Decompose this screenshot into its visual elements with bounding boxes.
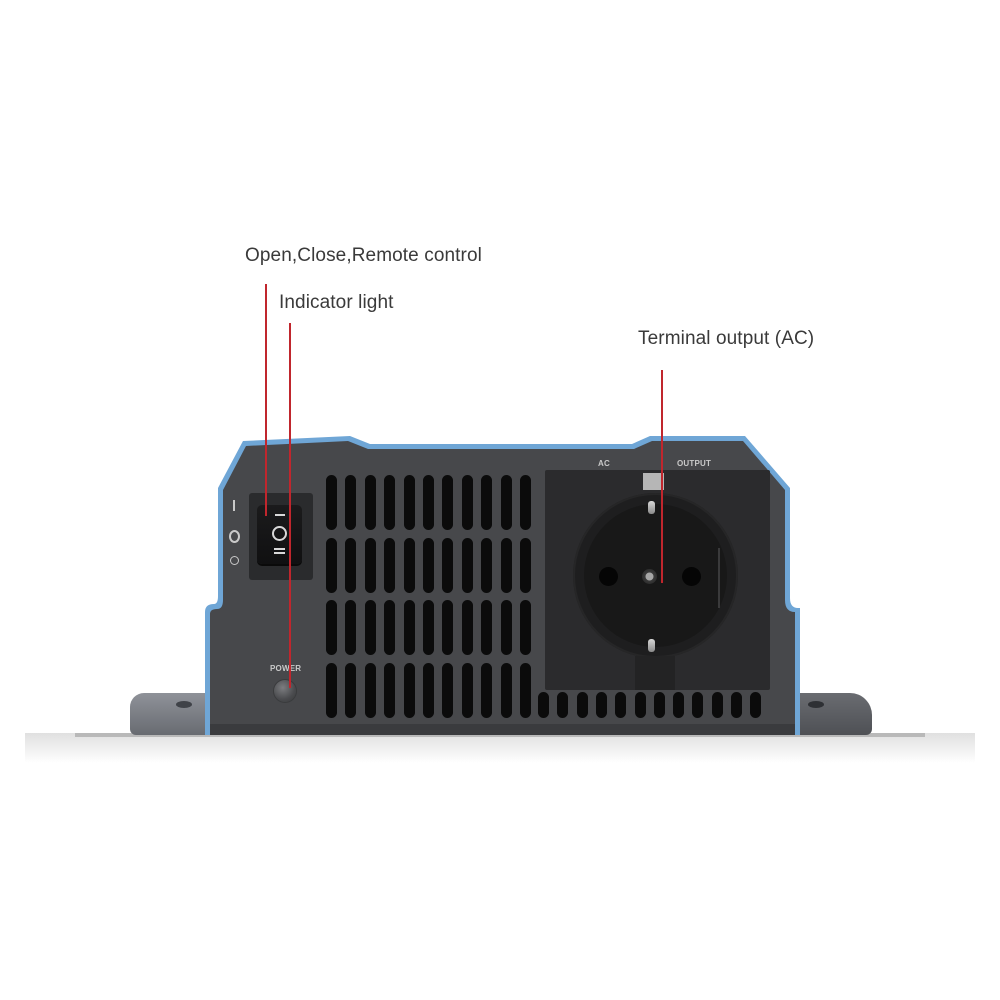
vent-slot — [692, 692, 704, 718]
screw-hole-icon — [808, 701, 824, 708]
floor-shadow — [25, 733, 975, 763]
callout-label-indicator: Indicator light — [279, 292, 394, 313]
vent-slot — [461, 600, 473, 655]
vent-slot — [345, 663, 357, 718]
vent-slot — [520, 475, 531, 530]
vent-slot — [364, 475, 376, 530]
vent-slot — [557, 692, 569, 718]
socket-pin-hole-right-icon — [682, 567, 701, 586]
rocker-mark-remote-icon — [274, 548, 285, 550]
screw-hole-icon — [176, 701, 192, 708]
socket-center-screw-icon — [642, 569, 657, 584]
vent-slot — [345, 538, 357, 593]
vent-slot — [423, 663, 434, 718]
vent-slot — [384, 538, 396, 593]
vent-slot — [403, 600, 415, 655]
vent-slot — [442, 475, 454, 530]
vent-slot — [442, 663, 454, 718]
vent-slot — [673, 692, 685, 718]
power-caption: POWER — [270, 664, 302, 673]
vent-slot — [384, 475, 396, 530]
vent-slot — [576, 692, 588, 718]
vent-slot — [442, 538, 454, 593]
vent-slot — [364, 538, 376, 593]
socket-ring — [573, 493, 738, 658]
vent-slot — [595, 692, 607, 718]
socket-side-guide — [718, 548, 720, 608]
callout-label-switch: Open,Close,Remote control — [245, 245, 482, 266]
vent-slot — [520, 538, 531, 593]
rocker-mark-on-icon — [275, 514, 285, 516]
vent-slot — [442, 600, 454, 655]
position-remote-icon — [230, 556, 239, 565]
vent-slot — [326, 538, 337, 593]
vent-slot — [345, 475, 357, 530]
vent-slot — [500, 600, 512, 655]
callout-label-terminal: Terminal output (AC) — [638, 328, 815, 349]
vent-slot — [461, 663, 473, 718]
vent-slot — [538, 692, 549, 718]
vent-slot — [500, 475, 512, 530]
switch-position-labels — [228, 500, 242, 570]
vent-slot — [364, 600, 376, 655]
vent-slot — [423, 538, 434, 593]
vent-slot — [750, 692, 762, 718]
vent-slot — [423, 600, 434, 655]
vent-slot — [520, 663, 531, 718]
earth-clip-bottom-icon — [648, 639, 655, 652]
socket-caption-output: OUTPUT — [677, 459, 712, 468]
socket-bottom-tab — [635, 656, 675, 690]
vent-slot — [500, 663, 512, 718]
callout-line-switch — [265, 284, 267, 516]
vent-slot — [500, 538, 512, 593]
vent-slot — [653, 692, 665, 718]
vent-slot — [615, 692, 627, 718]
earth-clip-top-icon — [648, 501, 655, 514]
rocker-switch[interactable] — [257, 505, 302, 564]
callout-line-terminal — [661, 370, 663, 583]
mounting-foot-right — [786, 693, 872, 735]
vent-slot — [345, 600, 357, 655]
position-off-icon — [229, 530, 240, 543]
vent-slot — [384, 600, 396, 655]
vent-slot — [481, 663, 493, 718]
rocker-mark-off-icon — [272, 526, 287, 541]
switch-bezel — [249, 493, 313, 580]
socket-plate — [545, 470, 770, 690]
vent-slot — [326, 475, 337, 530]
socket-top-latch — [643, 473, 664, 490]
vent-slot — [461, 475, 473, 530]
vent-slot — [461, 538, 473, 593]
vent-slot — [364, 663, 376, 718]
socket-caption-ac: AC — [598, 459, 610, 468]
vent-slot — [403, 538, 415, 593]
vent-slot — [481, 600, 493, 655]
vent-slot — [520, 600, 531, 655]
position-on-icon — [233, 500, 235, 511]
vent-slot — [423, 475, 434, 530]
vent-slot — [403, 663, 415, 718]
vent-slot — [326, 600, 337, 655]
vent-slot — [326, 663, 337, 718]
vent-slot — [634, 692, 646, 718]
vent-slot — [481, 475, 493, 530]
vent-slot — [481, 538, 493, 593]
vent-slot — [711, 692, 723, 718]
vent-slot — [403, 475, 415, 530]
callout-line-indicator — [289, 323, 291, 688]
vent-slot — [731, 692, 742, 718]
socket-pin-hole-left-icon — [599, 567, 618, 586]
vent-slot — [384, 663, 396, 718]
